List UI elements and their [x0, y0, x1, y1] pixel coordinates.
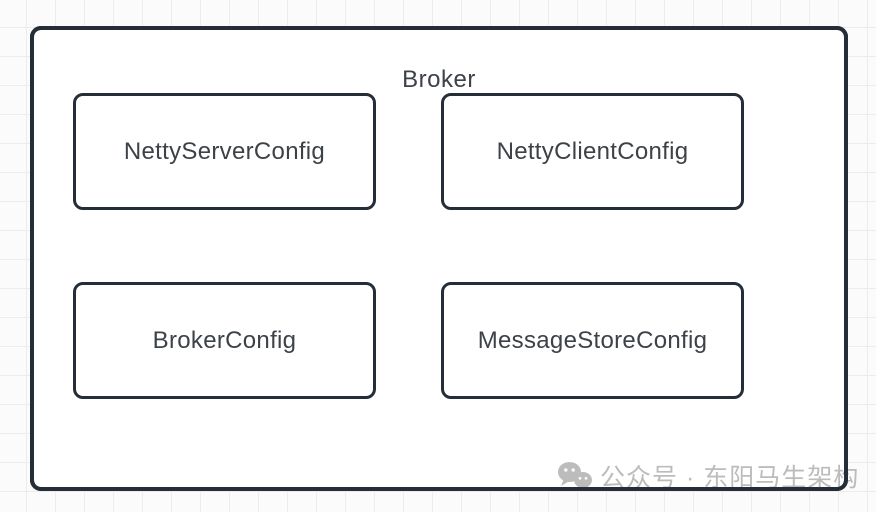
- broker-title: Broker: [402, 66, 476, 93]
- box-message-store-config-label: MessageStoreConfig: [477, 326, 708, 354]
- watermark: 公众号 · 东阳马生架构: [556, 458, 859, 494]
- box-netty-client-config-label: NettyClientConfig: [496, 137, 689, 165]
- watermark-text: 公众号 · 东阳马生架构: [600, 464, 860, 492]
- box-broker-config: BrokerConfig: [73, 282, 376, 399]
- box-message-store-config: MessageStoreConfig: [441, 282, 744, 399]
- box-broker-config-label: BrokerConfig: [152, 326, 297, 354]
- box-netty-server-config: NettyServerConfig: [73, 93, 376, 210]
- box-netty-client-config: NettyClientConfig: [441, 93, 744, 210]
- wechat-icon: [558, 461, 592, 491]
- box-netty-server-config-label: NettyServerConfig: [123, 137, 326, 165]
